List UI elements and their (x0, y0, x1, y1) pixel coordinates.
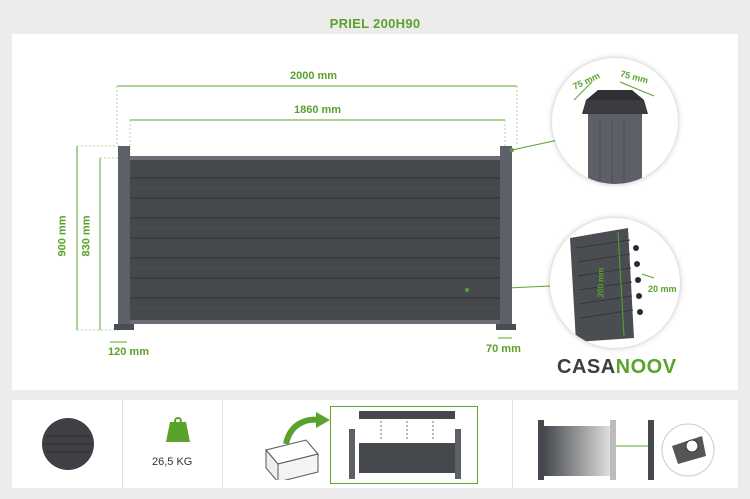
board-profile-detail: 200 mm 20 mm (550, 218, 680, 348)
panel-boards (130, 177, 500, 299)
cap-pointer (511, 139, 559, 151)
board-height-label: 200 mm (596, 267, 606, 298)
total-height-label: 900 mm (56, 215, 69, 257)
brand-logo: CASANOOV (557, 356, 677, 378)
post-width-label: 70 mm (486, 343, 521, 355)
panel-height-label: 830 mm (80, 215, 93, 257)
post-cap-icon (573, 81, 655, 184)
right-post-base (496, 324, 516, 330)
bottom-rail (130, 320, 500, 324)
features-strip: 26,5 KG (12, 400, 738, 488)
right-post (500, 146, 512, 330)
installation-icon (538, 420, 715, 480)
page-title: PRIEL 200H90 (329, 16, 421, 31)
package-box-icon (265, 412, 330, 480)
panel-width-label: 1860 mm (294, 104, 342, 116)
product-diagram: 2000 mm 1860 mm 900 mm 830 mm 120 mm 70 … (12, 34, 738, 390)
fence-drawing (76, 85, 559, 343)
weight-label: 26,5 KG (152, 456, 193, 468)
left-post-base (114, 324, 134, 330)
total-width-label: 2000 mm (290, 70, 338, 82)
base-label: 120 mm (108, 346, 149, 358)
board-thickness-label: 20 mm (648, 284, 677, 294)
wood-sample-icon (42, 418, 94, 470)
left-post (118, 146, 130, 330)
fence-panel (130, 158, 500, 324)
top-rail (130, 156, 500, 160)
post-cap-detail: 75 mm 75 mm (552, 58, 678, 184)
weight-icon (166, 417, 190, 442)
assembly-diagram-icon (330, 406, 478, 484)
board-profile-icon (570, 228, 655, 342)
